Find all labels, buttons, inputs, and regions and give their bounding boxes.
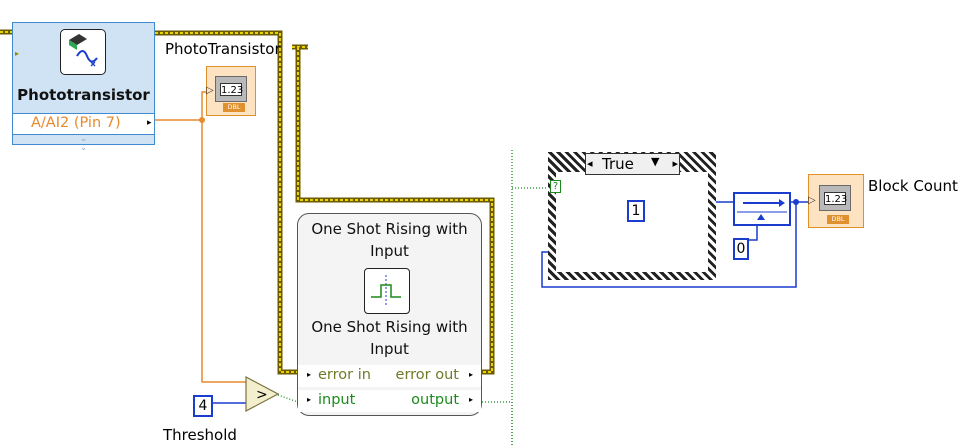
error-wire: [0, 29, 495, 375]
expand-grip-icon[interactable]: ⌄⌄: [79, 134, 88, 153]
threshold-label: Threshold: [163, 426, 237, 444]
daq-wave-icon: [60, 29, 106, 75]
subvi-row-io[interactable]: ▸ input output ▸: [298, 390, 481, 412]
indicator-screen: 1.23: [819, 185, 851, 211]
subvi-row-error[interactable]: ▸ error in error out ▸: [298, 365, 481, 387]
threshold-constant[interactable]: 4: [193, 395, 213, 417]
subvi-title-top: One Shot Rising with Input: [311, 220, 468, 260]
terminal-arrow-icon: ▸: [147, 118, 152, 128]
phototransistor-indicator-label: PhotoTransistor: [165, 40, 281, 58]
feedback-node[interactable]: [733, 192, 791, 226]
error-in-arrow-icon: ▸: [15, 49, 20, 58]
case-structure-frame: [556, 172, 708, 272]
block-count-indicator[interactable]: 1.23 ▷ DBL: [808, 174, 864, 228]
indicator-screen: 1.23: [215, 76, 247, 102]
case-dropdown-icon[interactable]: ▼: [651, 155, 660, 168]
output-arrow-icon: ▸: [468, 395, 473, 404]
express-vi-name: Phototransistor: [17, 86, 150, 104]
error-in-terminal: error in: [318, 367, 371, 383]
input-terminal: input: [318, 392, 356, 408]
subvi-title-bottom: One Shot Rising with Input: [311, 318, 468, 358]
indicator-input-arrow-icon: ▷: [206, 85, 214, 96]
indicator-type: DBL: [223, 103, 245, 112]
one-shot-rising-subvi[interactable]: One Shot Rising with Input One Shot Risi…: [297, 213, 482, 416]
output-terminal: output: [411, 392, 459, 408]
error-out-arrow-icon: ▸: [468, 370, 473, 379]
indicator-type: DBL: [827, 215, 849, 224]
indicator-value: 1.23: [220, 83, 244, 96]
boolean-wire: [277, 150, 550, 447]
phototransistor-indicator[interactable]: 1.23 ▷ DBL: [206, 66, 256, 116]
decrement-case-icon[interactable]: ◂: [587, 157, 593, 170]
wire-junction-right: [793, 199, 799, 205]
case-selector[interactable]: ◂ True ▼ ▸: [585, 153, 680, 175]
increment-case-icon[interactable]: ▸: [672, 157, 678, 170]
case-selector-value: True: [602, 155, 634, 173]
terminal-label: A/AI2 (Pin 7): [31, 115, 121, 131]
greater-than-symbol: >: [256, 387, 268, 403]
init-constant[interactable]: 0: [733, 238, 749, 260]
phototransistor-express-vi[interactable]: Phototransistor A/AI2 (Pin 7) ▸ ⌄⌄ ▸: [12, 22, 155, 153]
error-in-arrow-icon: ▸: [307, 370, 312, 379]
greater-than-node: [245, 376, 280, 412]
input-arrow-icon: ▸: [307, 395, 312, 404]
indicator-input-arrow-icon: ▷: [808, 195, 816, 206]
numeric-wire: [155, 91, 248, 383]
block-count-label: Block Count: [868, 177, 958, 195]
wire-junction: [199, 117, 205, 123]
error-out-terminal: error out: [395, 367, 459, 383]
case-selector-terminal[interactable]: ?: [550, 180, 561, 193]
increment-constant[interactable]: 1: [627, 200, 645, 222]
express-vi-terminal[interactable]: A/AI2 (Pin 7) ▸: [13, 113, 154, 135]
rising-edge-icon: [364, 268, 410, 314]
indicator-value: 1.23: [824, 192, 848, 205]
